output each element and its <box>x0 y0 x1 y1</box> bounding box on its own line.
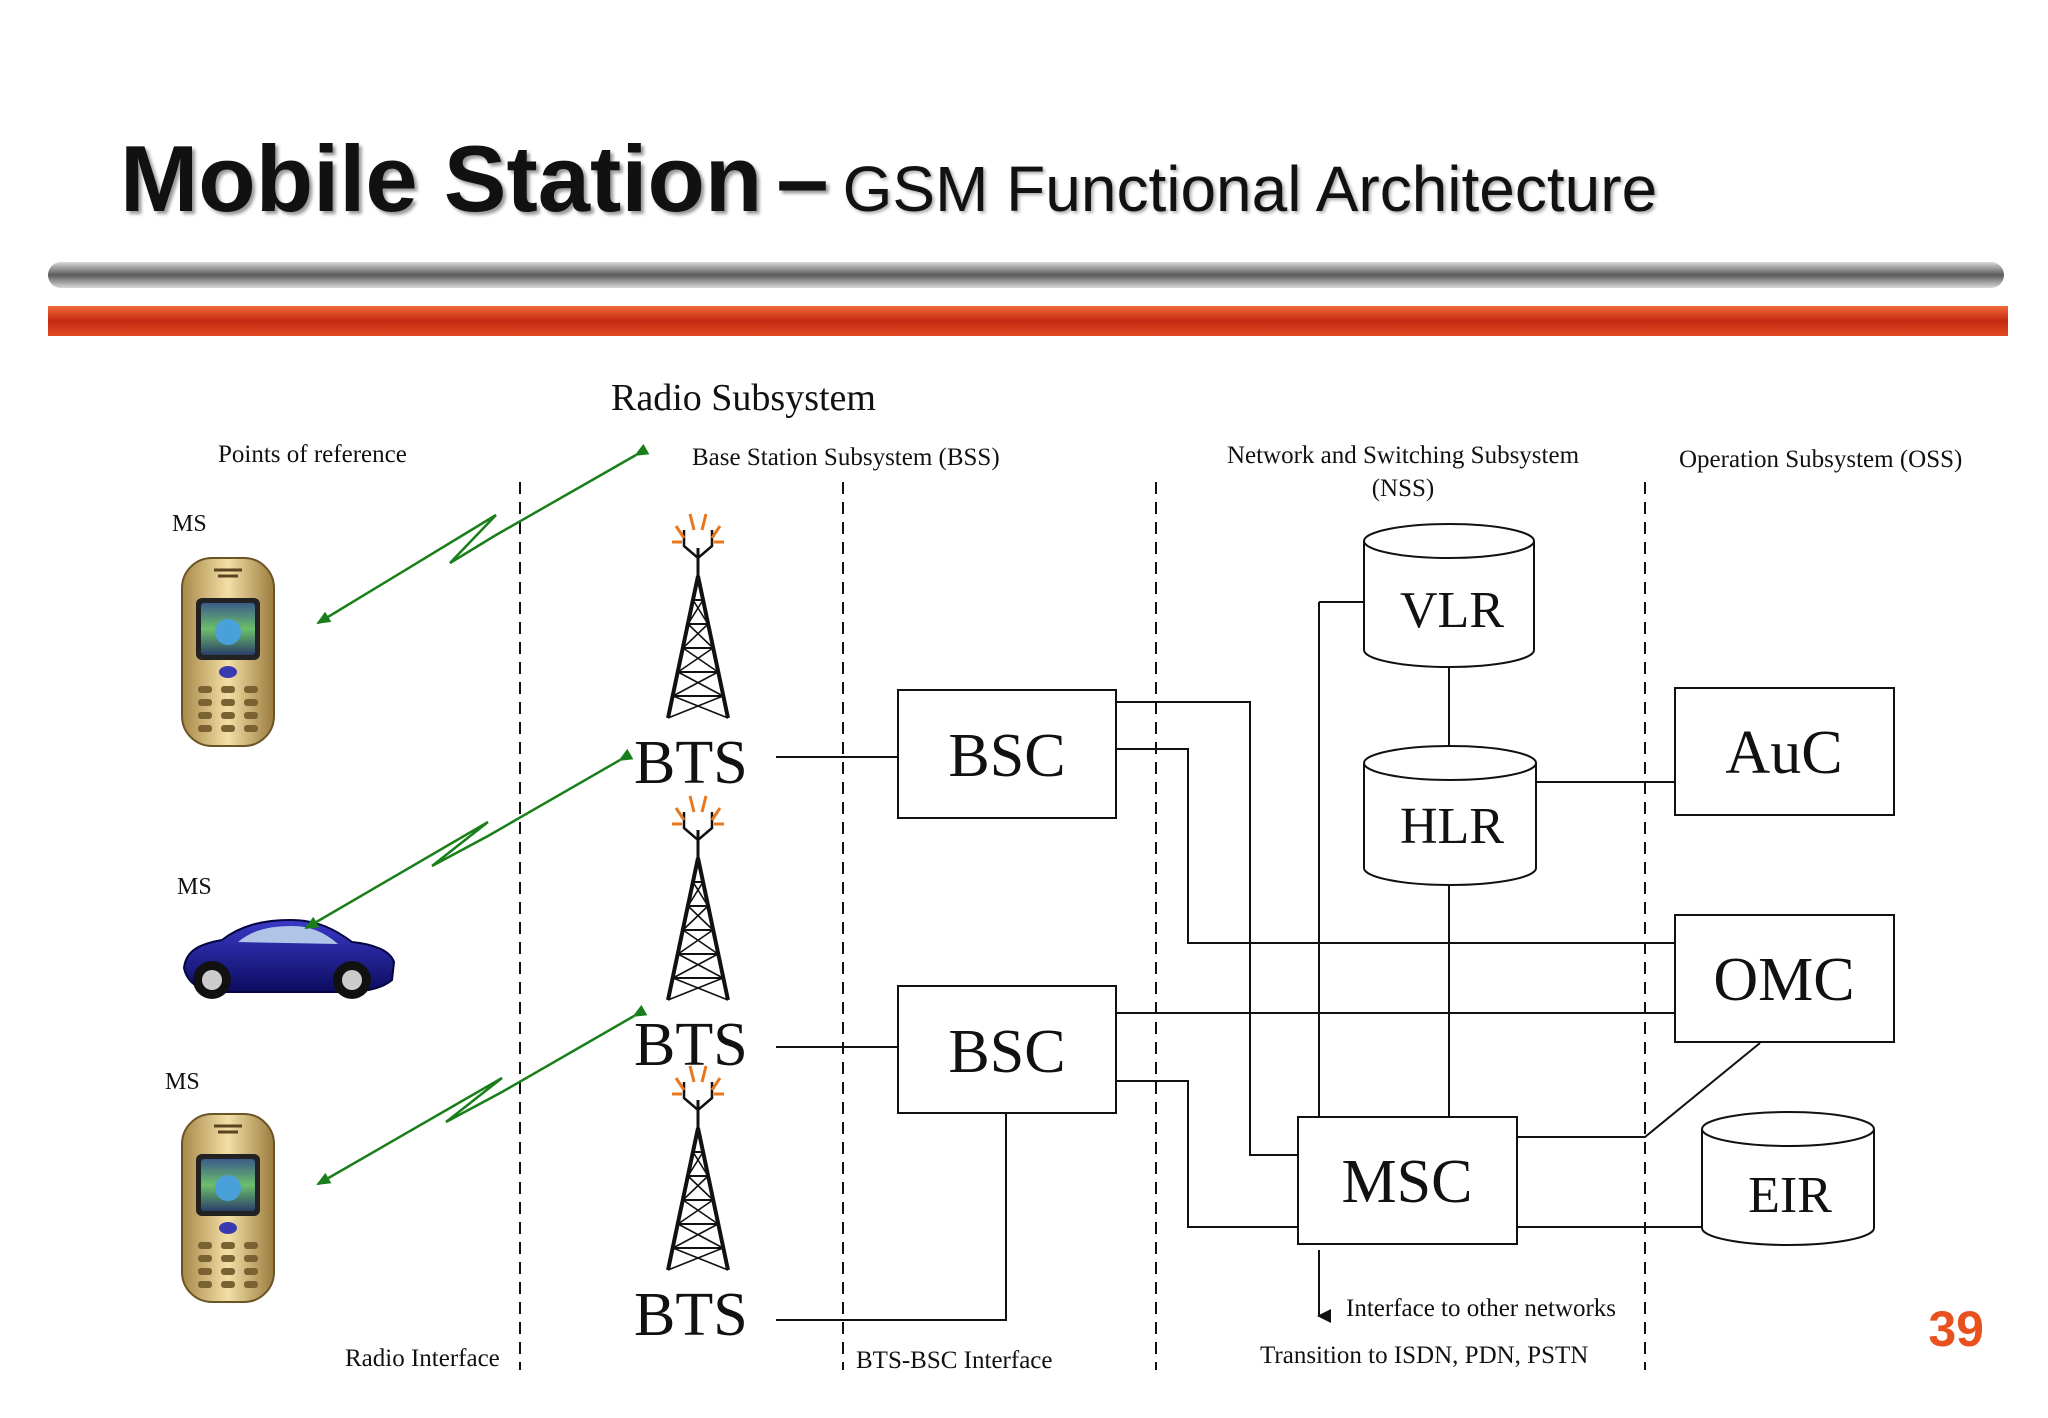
bsc-box-1: BSC <box>897 689 1117 819</box>
hlr-database: HLR <box>1363 745 1537 886</box>
mobile-phone-icon <box>180 556 276 748</box>
auc-label: AuC <box>1725 719 1842 787</box>
bts-bsc-interface-label: BTS-BSC Interface <box>856 1347 1052 1374</box>
oss-label: Operation Subsystem (OSS) <box>1679 446 1962 473</box>
car-icon <box>182 918 396 999</box>
interface-other-networks-label: Interface to other networks <box>1346 1295 1616 1322</box>
msc-label: MSC <box>1342 1148 1473 1216</box>
radio-link-2 <box>304 748 634 930</box>
title-subtitle: GSM Functional Architecture <box>842 153 1658 225</box>
nss-label-abbr: (NSS) <box>1372 475 1435 502</box>
ms-label-3: MS <box>165 1069 200 1095</box>
radio-link-3 <box>316 1004 648 1186</box>
radio-links <box>304 443 650 1186</box>
red-divider <box>48 306 2008 336</box>
bsc-box-2: BSC <box>897 985 1117 1114</box>
transition-label: Transition to ISDN, PDN, PSTN <box>1260 1342 1588 1369</box>
radio-tower-icon <box>666 512 730 720</box>
vlr-label: VLR <box>1400 582 1504 639</box>
radio-tower-icon <box>666 1064 730 1272</box>
page-number: 39 <box>1928 1301 1984 1357</box>
grey-divider <box>48 262 2004 288</box>
auc-box: AuC <box>1674 687 1895 816</box>
mobile-phone-icon <box>180 1112 276 1304</box>
radio-interface-label: Radio Interface <box>345 1345 500 1372</box>
hlr-label: HLR <box>1400 798 1504 855</box>
title-main: Mobile Station <box>120 126 763 231</box>
bss-label: Base Station Subsystem (BSS) <box>692 444 1000 471</box>
vlr-database: VLR <box>1363 523 1535 668</box>
msc-box: MSC <box>1297 1116 1518 1245</box>
radio-subsystem-label: Radio Subsystem <box>611 377 876 419</box>
ms-label-1: MS <box>172 511 207 537</box>
eir-database: EIR <box>1701 1111 1875 1246</box>
radio-tower-icon <box>666 794 730 1002</box>
bts-label-2: BTS <box>634 1011 748 1079</box>
omc-box: OMC <box>1674 914 1895 1043</box>
nss-label: Network and Switching Subsystem <box>1227 442 1580 469</box>
bsc-label-2: BSC <box>948 1018 1065 1086</box>
points-of-reference-label: Points of reference <box>218 441 407 468</box>
omc-label: OMC <box>1713 946 1854 1014</box>
radio-link-1 <box>316 443 650 625</box>
bsc-label-1: BSC <box>948 722 1065 790</box>
eir-label: EIR <box>1748 1167 1832 1224</box>
ms-label-2: MS <box>177 874 212 900</box>
bts-label-3: BTS <box>634 1281 748 1349</box>
bts-label-1: BTS <box>634 729 748 797</box>
connection-lines <box>776 602 1761 1323</box>
slide-title: Mobile Station–GSM Functional Architectu… <box>120 125 1657 233</box>
title-dash: – <box>776 126 829 231</box>
